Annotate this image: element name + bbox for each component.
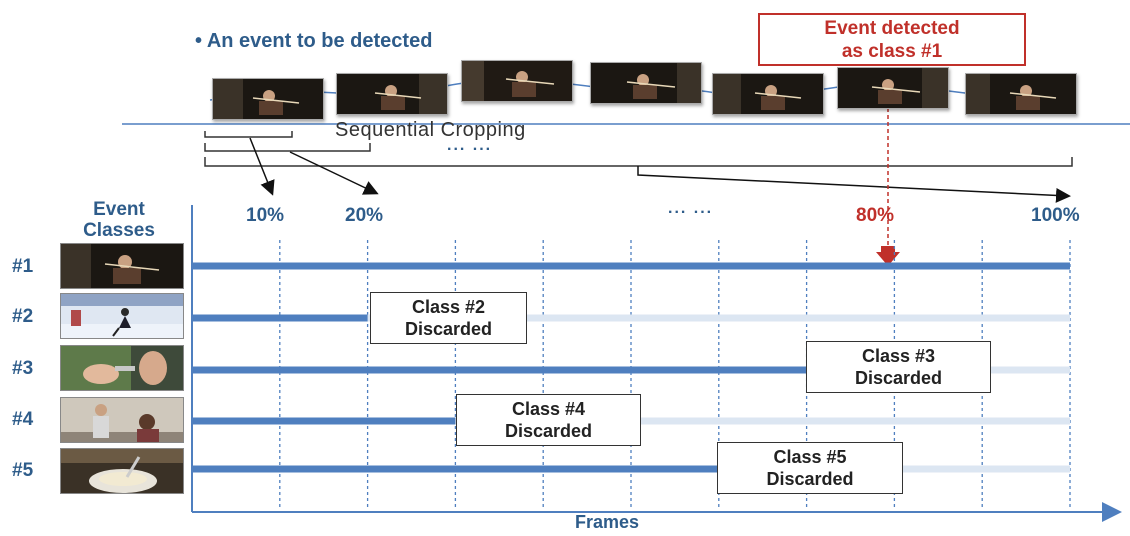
event-detected-line2: as class #1 [841,41,943,62]
class-label-3: #3 [12,358,34,379]
class-thumb-skating [60,293,184,339]
frame-thumb [336,73,448,115]
discarded-callout-class-5: Class #5 Discarded [717,442,903,494]
sequential-cropping-label: Sequential Cropping [335,119,526,141]
cropping-ellipsis: ... ... [447,137,493,154]
event-detected-callout: Event detected as class #1 [758,13,1026,66]
discarded-text: Discarded [854,368,943,388]
bracket-10 [204,131,293,138]
frame-thumb [590,62,702,104]
discarded-callout-class-4: Class #4 Discarded [456,394,641,446]
event-detected-line1: Event detected [824,18,960,39]
discarded-title: Class #5 [773,447,847,467]
class-label-5: #5 [12,460,34,481]
bracket-100 [204,157,1073,167]
discarded-title: Class #4 [511,399,586,419]
class-thumb-makeup [60,345,184,391]
frame-thumb [965,73,1077,115]
arrow-to-20 [289,151,379,195]
class-thumb-cooking [60,448,184,494]
discarded-callout-class-3: Class #3 Discarded [806,341,991,393]
frame-thumb [212,78,324,120]
event-classes-line2: Classes [83,220,155,241]
arrow-to-10 [249,137,275,196]
frame-thumb [461,60,573,102]
arrow-to-100 [637,166,1071,203]
percent-label-20: 20% [345,205,384,226]
percent-ellipsis: ... ... [668,200,714,217]
event-classes-title: Event Classes [64,199,174,241]
discarded-callout-class-2: Class #2 Discarded [370,292,527,344]
discarded-text: Discarded [766,469,854,489]
discarded-title: Class #3 [861,346,936,366]
bracket-20 [204,143,371,152]
percent-label-80: 80% [856,205,895,226]
class-label-2: #2 [12,306,34,327]
discarded-text: Discarded [404,319,493,339]
percent-label-100: 100% [1031,205,1080,226]
x-axis-label: Frames [575,512,640,532]
frame-thumb [837,67,949,109]
bracket-arrows [249,137,1071,203]
percent-label-10: 10% [246,205,285,226]
detection-arrow-icon [876,246,900,266]
frame-thumb [712,73,824,115]
discarded-title: Class #2 [411,297,486,317]
discarded-text: Discarded [504,421,593,441]
class-label-1: #1 [12,256,34,277]
event-heading: • An event to be detected [195,30,433,52]
event-classes-line1: Event [93,199,145,220]
class-thumb-violin [60,243,184,289]
class-label-4: #4 [12,409,34,430]
class-thumb-haircut [60,397,184,443]
